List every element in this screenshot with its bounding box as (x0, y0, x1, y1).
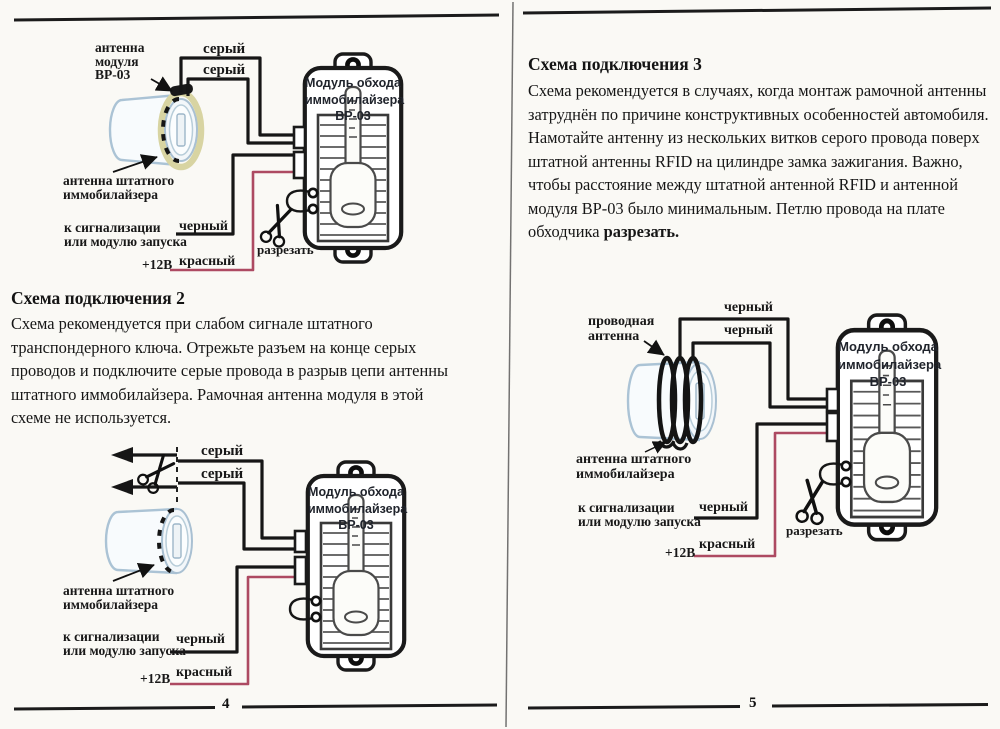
label-plus12v: +12В (142, 257, 173, 272)
label-arrow (112, 154, 158, 173)
label-line: иммобилайзера (308, 501, 408, 516)
label-line: иммобилайзера (63, 596, 159, 612)
label-to-alarm: к сигнализации или модулю запуска (63, 630, 186, 657)
wire-label-gray: серый (203, 41, 246, 57)
module-label-2: Модуль обхода иммобилайзера ВР-03 (308, 484, 408, 534)
ignition-cylinder-2 (104, 507, 193, 575)
label-to-alarm: к сигнализации или модулю запуска (578, 501, 701, 528)
body-text: Схема рекомендуется в случаях, когда мон… (528, 81, 989, 241)
label-arrow (150, 76, 173, 92)
wire-gray-1b (186, 77, 296, 145)
label-stock-antenna: антенна штатного иммобилайзера (576, 452, 691, 482)
wire-black-3a (678, 317, 828, 401)
label-line: ВР-03 (95, 67, 131, 82)
label-stock-antenna: антенна штатного иммобилайзера (63, 584, 174, 611)
module-pins-3 (825, 387, 840, 443)
module-label-1: Модуль обхода иммобилайзера ВР-03 (305, 75, 405, 125)
wire-label-red: красный (699, 537, 756, 552)
wire-label-black: черный (724, 323, 773, 338)
label-line: иммобилайзера (305, 92, 405, 107)
label-line: или модулю запуска (578, 513, 701, 529)
label-plus12v: +12В (665, 545, 696, 560)
label-line: или модулю запуска (64, 233, 187, 249)
label-module-antenna: антенна модуля ВР-03 (95, 41, 144, 82)
wire-black-3b (691, 341, 828, 409)
scissors-icon (794, 477, 830, 527)
diagram-1 (108, 54, 401, 272)
wire-gray-2a (178, 459, 297, 540)
label-line: модуля (95, 53, 139, 69)
cut-arrows (111, 447, 177, 495)
label-line: антенна штатного (576, 452, 692, 467)
section-body-3: Схема рекомендуется в случаях, когда мон… (528, 79, 994, 244)
label-line: или модулю запуска (63, 642, 186, 658)
page-number-left: 4 (222, 696, 230, 712)
cut-loop-3 (818, 462, 847, 486)
wire-red-3 (694, 431, 828, 558)
wire-black-2 (170, 565, 297, 654)
wire-red-2 (170, 575, 297, 686)
label-cut: разрезать (257, 242, 314, 257)
wire-label-gray: серый (201, 443, 244, 459)
module-pins-2 (293, 529, 308, 586)
section-body-2: Схема рекомендуется при слабом сигнале ш… (11, 314, 449, 427)
label-arrow (643, 339, 665, 356)
module-pins-1 (292, 125, 307, 180)
label-line: ВР-03 (869, 374, 907, 389)
page-rules (13, 6, 992, 711)
wire-black-1 (176, 153, 296, 236)
label-plus12v: +12В (140, 671, 171, 686)
ignition-cylinder-1 (108, 83, 205, 171)
section-heading-2: Схема подключения 2 (11, 288, 185, 308)
stock-antenna-dashes-2 (157, 508, 175, 574)
wire-label-red: красный (179, 254, 236, 269)
wire-label-black: черный (724, 300, 773, 315)
wire-black-3c (694, 422, 828, 520)
body-text-bold: разрезать. (603, 222, 680, 241)
diagram-3 (626, 315, 936, 558)
wire-gray-2b (178, 481, 297, 551)
label-wired-antenna: проводная антенна (588, 314, 654, 344)
wire-label-gray: серый (201, 466, 244, 482)
label-line: Модуль обхода (838, 339, 938, 354)
label-line: антенна штатного (63, 173, 175, 188)
label-to-alarm: к сигнализации или модулю запуска (64, 221, 187, 248)
section-heading-3: Схема подключения 3 (528, 54, 702, 74)
label-line: антенна (588, 329, 640, 344)
label-line: проводная (588, 314, 655, 329)
label-line: иммобилайзера (838, 356, 942, 372)
module-label-3: Модуль обхода иммобилайзера ВР-03 (838, 338, 942, 391)
cut-arrow-icon (111, 479, 133, 495)
label-arrow (112, 563, 155, 582)
page-divider (505, 1, 514, 728)
wire-label-black: черный (699, 500, 748, 515)
diagram-2 (104, 447, 404, 686)
label-line: Модуль обхода (308, 485, 404, 499)
cut-loop-1 (285, 189, 314, 213)
wire-label-gray: серый (203, 62, 246, 78)
label-line: ВР-03 (335, 109, 371, 123)
wire-label-black: черный (176, 632, 225, 647)
label-line: к сигнализации (63, 629, 160, 644)
label-line: антенна штатного (63, 583, 175, 598)
label-line: к сигнализации (64, 220, 161, 235)
label-line: иммобилайзера (63, 186, 159, 202)
wire-label-black: черный (179, 219, 228, 234)
label-line: Модуль обхода (305, 76, 401, 90)
label-line: антенна (95, 40, 145, 55)
wire-label-red: красный (176, 665, 233, 680)
label-line: иммобилайзера (576, 467, 675, 482)
cut-arrow-icon (111, 447, 133, 463)
cut-loop-2 (288, 597, 317, 621)
label-cut: разрезать (786, 523, 843, 538)
wire-gray-1a (179, 56, 296, 137)
label-line: ВР-03 (338, 518, 374, 532)
page-number-right: 5 (749, 695, 757, 711)
label-arrow (644, 441, 667, 454)
label-stock-antenna: антенна штатного иммобилайзера (63, 174, 174, 201)
wire-red-1 (170, 170, 296, 272)
label-line: к сигнализации (578, 500, 675, 515)
